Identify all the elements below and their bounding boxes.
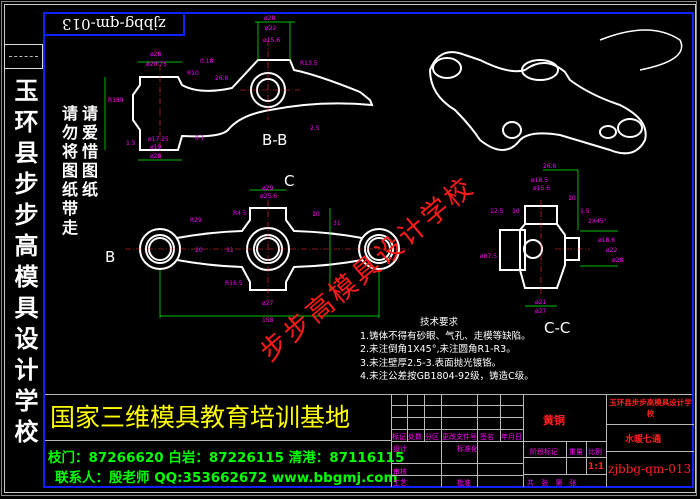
section-b-marker: B (105, 248, 115, 266)
dim-label: R16.5 (225, 280, 243, 287)
weight-label: 重量 (569, 448, 583, 456)
dim-label: ø22 (606, 247, 617, 254)
dim-label: 2.5 (310, 125, 320, 132)
tech-title: 技术要求 (420, 317, 459, 328)
dim-label: ø27 (262, 300, 273, 307)
material: 黄铜 (543, 414, 565, 427)
notice-line-2: 请勿将图纸带走 (59, 105, 78, 238)
phone-numbers: 枝门：87266620 白岩：87226115 清港：87116115 (48, 450, 405, 466)
sheets-label: 共 张 第 张 (527, 479, 577, 487)
dim-label: 158 (262, 317, 274, 324)
dim-label: ø19 (150, 144, 161, 151)
dim-label: ø87.5 (480, 253, 497, 260)
dim-label: R10 (187, 70, 199, 77)
contact-info: 联系人：殷老师 QQ:353662672 www.bbgmj.com (55, 470, 398, 486)
banner-title: 国家三维模具教育培训基地 (50, 403, 351, 432)
design-label: 设计 (393, 445, 407, 453)
stage-mark-label: 阶段标记 (530, 448, 558, 456)
dim-label: ø28 (150, 51, 161, 58)
dim-label: 31 (333, 220, 341, 227)
dim-label: 10 (568, 195, 576, 202)
dim-label: 1.5 (580, 208, 590, 215)
process-label: 工艺 (393, 479, 407, 487)
drawing-border (43, 12, 694, 488)
dim-label: 12.5 (490, 208, 504, 215)
notice-line-1: 请爱惜图纸 (79, 105, 98, 200)
tech-item: 3.未注壁厚2.5-3.表面抛光镀铬。 (360, 357, 502, 369)
mirrored-drawing-number: zjbbg-qm-013 (43, 12, 185, 36)
header-zone: 分区 (425, 433, 439, 441)
scale-label: 比例 (588, 448, 602, 456)
section-c-marker: C (284, 172, 294, 190)
approve-label: 批准 (457, 479, 471, 487)
dim-label: ø15.6 (263, 37, 280, 44)
dim-label: ø25.6 (260, 193, 277, 200)
dim-label: ø21 (535, 299, 546, 306)
dim-label: ø20.75 (146, 61, 167, 68)
dim-label: ø17.25 (148, 136, 169, 143)
review-label: 审核 (393, 468, 407, 476)
isometric-3d-view (428, 29, 683, 155)
dim-label: ø28 (612, 257, 623, 264)
notice-text: 请爱惜图纸 请勿将图纸带走 (58, 105, 98, 238)
dim-label: 0.18 (200, 58, 214, 65)
dim-label: ø29 (262, 185, 273, 192)
tech-item: 2.未注倒角1X45°,未注圆角R1-R3。 (360, 344, 516, 355)
dim-label: 26.6 (215, 75, 229, 82)
dim-label: 2X45° (588, 218, 607, 225)
cc-section-view (499, 205, 580, 289)
tech-item: 4.未注公差按GB1804-92级，铸造C级。 (360, 371, 534, 382)
dim-label: ø22 (265, 25, 276, 32)
header-signature: 签名 (480, 433, 494, 441)
part-name: 水暖七通 (625, 435, 662, 445)
left-stamp-box (4, 44, 43, 69)
dim-label: 26.6 (543, 163, 557, 170)
title-block-top-line (45, 394, 692, 395)
dim-label: 20 (195, 247, 203, 254)
bb-view-label: B-B (262, 131, 287, 149)
standardization-label: 标准化 (457, 445, 478, 453)
dim-label: ø28 (150, 153, 161, 160)
dim-label: ø27 (535, 308, 546, 315)
dim-label: ø18.5 (531, 177, 548, 184)
dim-label: 11 (226, 247, 234, 254)
header-change-doc: 更改文件号 (442, 433, 477, 441)
bb-dimension-lines (104, 21, 295, 161)
inner-frame (4, 4, 696, 493)
school-name: 玉环县步步高模具设计学校 (609, 398, 692, 418)
school-vertical-banner: 玉环县步步高模具设计学校 (10, 78, 39, 450)
dim-label: 0.1 (195, 135, 205, 142)
header-mark: 标记 (392, 433, 406, 441)
dim-label: 1.5 (126, 140, 136, 147)
tech-item: 1.铸体不得有砂眼、气孔、走模等缺陷。 (360, 330, 531, 342)
technical-requirements: 技术要求 1.铸体不得有砂眼、气孔、走模等缺陷。 2.未注倒角1X45°,未注圆… (360, 316, 534, 384)
header-date: 年月日 (501, 433, 522, 441)
dim-label: ø18.6 (598, 237, 615, 244)
dim-label: R29 (190, 217, 202, 224)
dim-label: R13.5 (300, 60, 318, 67)
dim-label: 10 (512, 208, 520, 215)
cc-view-label: C-C (544, 319, 570, 337)
dim-label: R189 (108, 97, 124, 104)
header-count: 处数 (408, 433, 422, 441)
drawing-number: zjbbg-qm-013 (608, 462, 692, 476)
dim-label: R4.5 (233, 210, 247, 217)
dim-label: ø15.6 (533, 185, 550, 192)
dim-label: 10 (312, 211, 320, 218)
dim-label: ø28 (264, 15, 275, 22)
scale-value: 1:1 (588, 462, 605, 472)
banner-divider (45, 440, 391, 441)
